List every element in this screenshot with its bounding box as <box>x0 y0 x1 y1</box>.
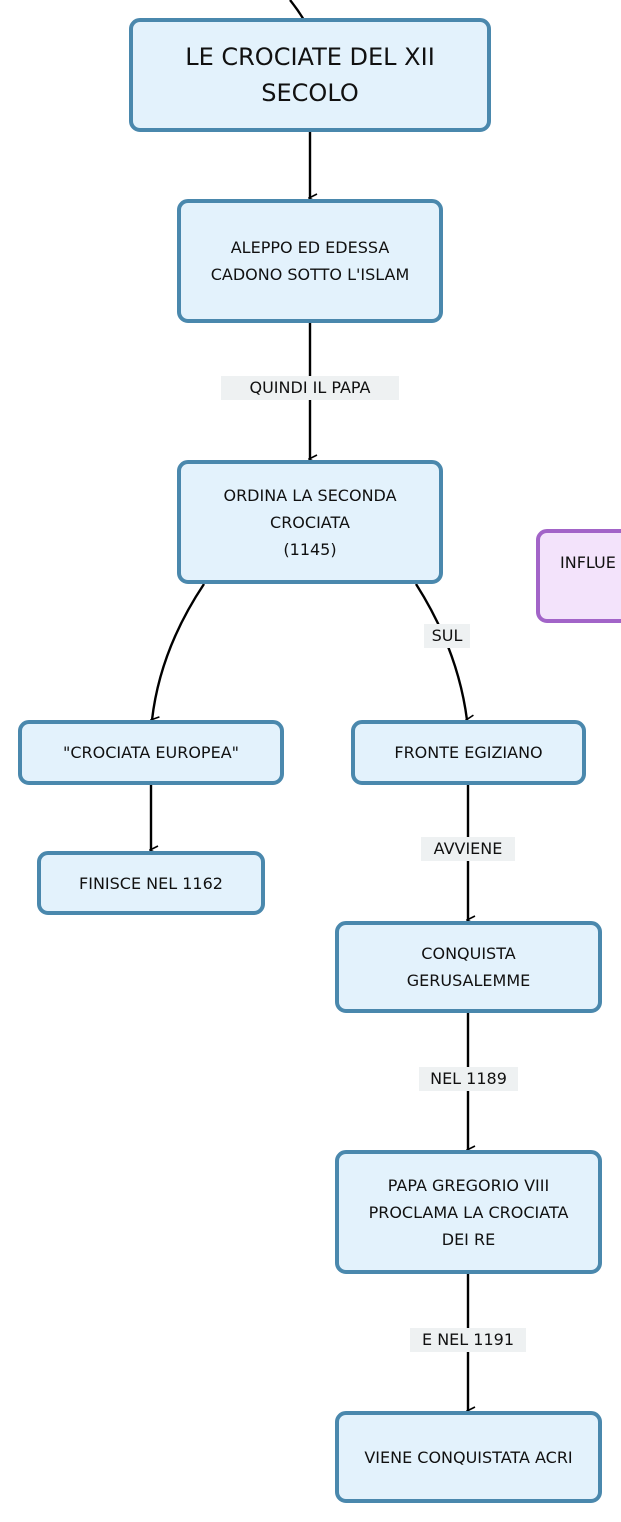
edge-label-e-nel-1191: E NEL 1191 <box>410 1328 526 1352</box>
node-conquista-gerusalemme[interactable]: CONQUISTA GERUSALEMME <box>335 921 602 1013</box>
edge-label-avviene: AVVIENE <box>421 837 515 861</box>
node-aleppo-ed-edessa[interactable]: ALEPPO ED EDESSA CADONO SOTTO L'ISLAM <box>177 199 443 323</box>
node-papa-gregorio-viii[interactable]: PAPA GREGORIO VIII PROCLAMA LA CROCIATA … <box>335 1150 602 1274</box>
edge-label-quindi-il-papa: QUINDI IL PAPA <box>221 376 399 400</box>
edge-label-sul: SUL <box>424 624 470 648</box>
node-le-crociate-del-xii-secolo[interactable]: LE CROCIATE DEL XII SECOLO <box>129 18 491 132</box>
node-crociata-europea[interactable]: "CROCIATA EUROPEA" <box>18 720 284 785</box>
node-finisce-nel-1162[interactable]: FINISCE NEL 1162 <box>37 851 265 915</box>
edge-label-nel-1189: NEL 1189 <box>419 1067 518 1091</box>
node-influe[interactable]: INFLUE <box>536 529 621 623</box>
node-viene-conquistata-acri[interactable]: VIENE CONQUISTATA ACRI <box>335 1411 602 1503</box>
node-ordina-la-seconda-crociata[interactable]: ORDINA LA SECONDA CROCIATA (1145) <box>177 460 443 584</box>
node-fronte-egiziano[interactable]: FRONTE EGIZIANO <box>351 720 586 785</box>
edge-into-title <box>289 0 306 21</box>
edge-seconda-fronte <box>414 583 467 720</box>
edge-seconda-europea <box>152 583 205 720</box>
